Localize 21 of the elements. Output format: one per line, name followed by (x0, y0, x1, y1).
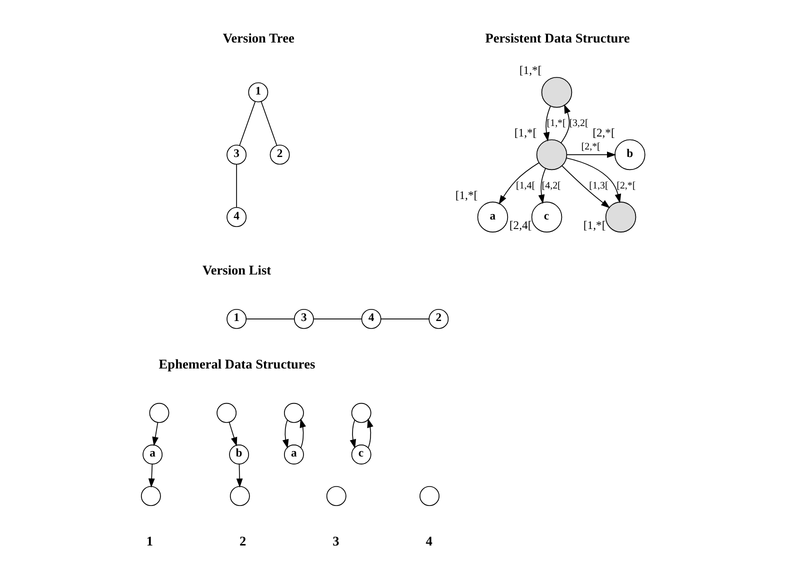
node-label: [1,*[ (514, 126, 537, 140)
label: 4 (426, 533, 432, 548)
node-label: [1,*[ (455, 188, 478, 202)
label: Version List (202, 262, 272, 278)
edge-label: [2,*[ (581, 141, 600, 152)
node-label: [1,*[ (583, 218, 606, 232)
edge-label: [1,4[ (516, 180, 536, 192)
label: 2 (239, 533, 246, 548)
edge-label: [3,2[ (569, 118, 588, 130)
label: Persistent Data Structure (485, 30, 630, 46)
node-label: [2,*[ (592, 126, 615, 140)
node-label: [1,*[ (519, 64, 542, 78)
edge-label: [2,*[ (616, 180, 636, 192)
edge-label: [4,2[ (542, 180, 561, 192)
edge-label: [1,3[ (589, 180, 608, 192)
label: Version Tree (222, 30, 294, 46)
label: 1 (146, 533, 153, 548)
label: Ephemeral Data Structures (158, 356, 316, 372)
node-label: [2,4[ (509, 218, 532, 232)
label: 3 (332, 533, 340, 548)
edge-label: [1,*[ (546, 118, 566, 130)
